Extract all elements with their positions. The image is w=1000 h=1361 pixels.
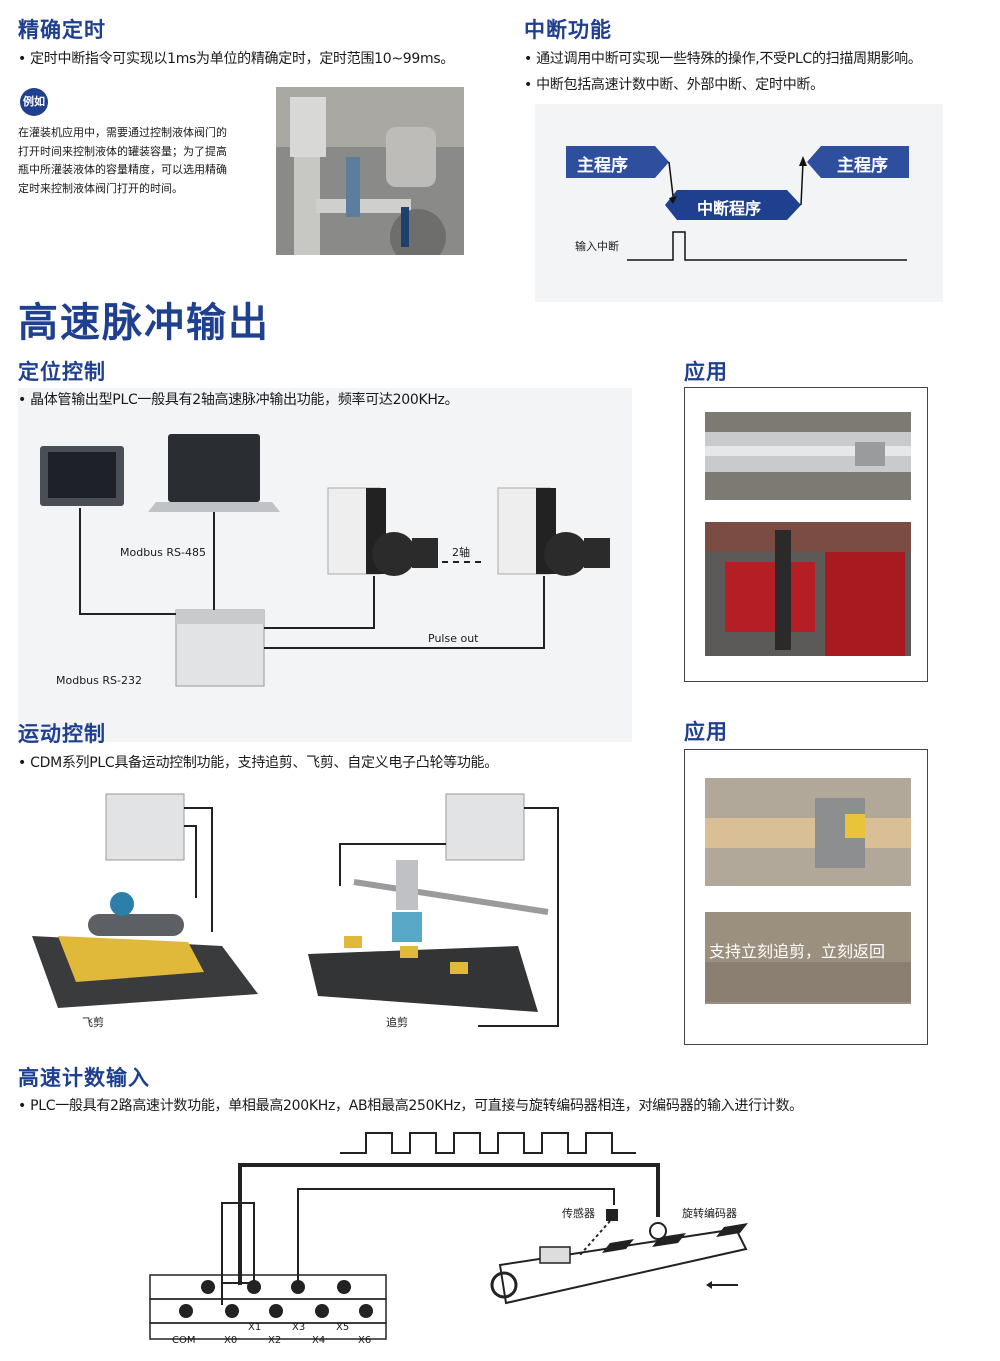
positioning-diagram: Modbus RS-485 Modbus RS-232 2轴 Pulse out: [18, 388, 632, 742]
rs232-label: Modbus RS-232: [56, 674, 142, 687]
interrupt-bullet-2: • 中断包括高速计数中断、外部中断、定时中断。: [524, 77, 824, 93]
terminal-x5: X5: [336, 1322, 350, 1333]
application-photo-cut: 支持立刻追剪，立刻返回: [705, 912, 911, 1004]
pulse-out-label: Pulse out: [428, 632, 479, 645]
motion-diagram: 飞剪 追剪: [18, 786, 578, 1036]
main-program-right: 主程序: [837, 156, 888, 176]
terminal-x0: X0: [224, 1335, 238, 1346]
wood-image: [705, 778, 911, 886]
terminal-x2: X2: [268, 1335, 282, 1346]
rs485-label: Modbus RS-485: [120, 546, 206, 559]
filling-machine-image: [276, 87, 464, 255]
application-caption: 支持立刻追剪，立刻返回: [709, 942, 886, 961]
cut-image: [705, 912, 911, 1004]
application-title-1: 应用: [684, 360, 728, 384]
motion-bullet: • CDM系列PLC具备运动控制功能，支持追剪、飞剪、自定义电子凸轮等功能。: [18, 755, 498, 771]
terminal-x1: X1: [248, 1322, 262, 1333]
motion-illustrations: [32, 793, 559, 1027]
machine-image: [705, 522, 911, 656]
sensor-label: 传感器: [562, 1207, 595, 1220]
input-interrupt-label: 输入中断: [575, 240, 619, 253]
example-line: 瓶中所灌装液体的容量精度，可以选用精确: [18, 163, 227, 176]
example-line: 在灌装机应用中，需要通过控制液体阀门的: [18, 126, 227, 139]
pulse-title: 高速脉冲输出: [18, 300, 270, 346]
interrupt-program: 中断程序: [697, 199, 762, 218]
interrupt-bullet-1: • 通过调用中断可实现一些特殊的操作,不受PLC的扫描周期影响。: [524, 51, 922, 67]
interrupt-diagram-arrows: [566, 146, 909, 261]
application-photo-rail: [705, 412, 911, 500]
terminal-x4: X4: [312, 1335, 326, 1346]
example-badge: 例如: [20, 88, 48, 116]
chase-shear-label: 追剪: [386, 1016, 408, 1029]
positioning-wiring: [40, 434, 610, 687]
application-box-1: [684, 387, 928, 682]
counter-title: 高速计数输入: [18, 1066, 150, 1090]
counter-diagram: 传感器 旋转编码器 X1 X3 X5 COM X0 X2 X4 X6: [140, 1125, 780, 1355]
encoder-label: 旋转编码器: [682, 1207, 737, 1220]
application-photo-wood: [705, 778, 911, 886]
positioning-bullet: • 晶体管输出型PLC一般具有2轴高速脉冲输出功能，频率可达200KHz。: [18, 392, 459, 408]
rail-image: [705, 412, 911, 500]
example-line: 定时来控制液体阀门打开的时间。: [18, 181, 183, 195]
application-box-2: 支持立刻追剪，立刻返回: [684, 749, 928, 1045]
interrupt-diagram: 主程序 主程序 中断程序 输入中断: [535, 104, 943, 302]
motion-title: 运动控制: [18, 722, 106, 746]
counter-bullet: • PLC一般具有2路高速计数功能，单相最高200KHz，AB相最高250KHz…: [18, 1098, 803, 1114]
interrupt-title: 中断功能: [524, 18, 612, 42]
application-title-2: 应用: [684, 720, 728, 744]
example-text: 在灌装机应用中，需要通过控制液体阀门的 打开时间来控制液体的罐装容量；为了提高 …: [18, 124, 258, 198]
terminal-x6: X6: [358, 1335, 372, 1346]
counter-wiring: [149, 1132, 748, 1340]
timer-title: 精确定时: [18, 18, 106, 42]
terminal-com: COM: [172, 1335, 196, 1346]
fly-shear-label: 飞剪: [82, 1016, 104, 1029]
terminal-x3: X3: [292, 1322, 306, 1333]
positioning-title: 定位控制: [18, 360, 106, 384]
application-photo-machine: [705, 522, 911, 656]
axis2-label: 2轴: [452, 546, 470, 559]
main-program-left: 主程序: [577, 156, 628, 176]
example-line: 打开时间来控制液体的罐装容量；为了提高: [18, 144, 227, 158]
timer-bullet: • 定时中断指令可实现以1ms为单位的精确定时，定时范围10~99ms。: [18, 51, 455, 67]
filling-machine-photo: [276, 87, 464, 255]
